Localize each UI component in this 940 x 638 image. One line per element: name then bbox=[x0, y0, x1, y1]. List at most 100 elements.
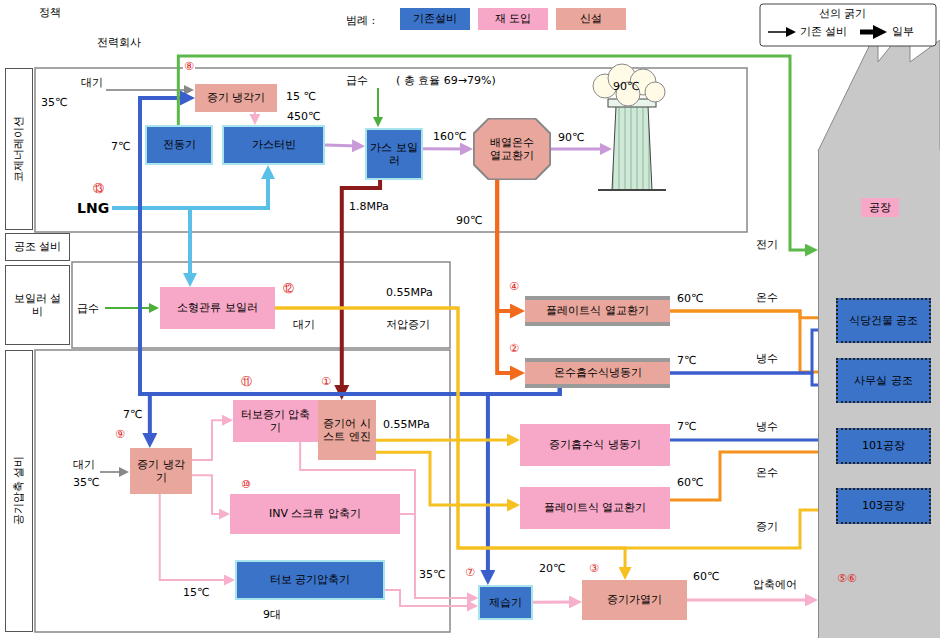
flow-label: 증기 bbox=[755, 520, 779, 533]
flow-line bbox=[254, 112, 256, 120]
existing-equipment: 터보 공기압축기 bbox=[235, 560, 385, 600]
flow-label: 15℃ bbox=[182, 586, 210, 599]
callout-number: ③ bbox=[588, 562, 600, 575]
flow-line bbox=[533, 601, 576, 604]
heat-exchanger: 배열온수 열교환기 bbox=[473, 118, 551, 180]
flow-label: 급수 bbox=[76, 302, 100, 315]
flow-label: 범례 : bbox=[345, 14, 376, 27]
flow-line bbox=[325, 145, 359, 146]
node-label: 공기압축 설비 bbox=[12, 456, 25, 526]
legend-text: 기존 설비 bbox=[800, 25, 848, 38]
node-label: 터보증기 압축기 bbox=[236, 408, 315, 434]
legend-item: 일부 bbox=[892, 25, 914, 38]
node-label: 101공장 bbox=[862, 439, 905, 452]
node-label: 공조 설비 bbox=[14, 240, 62, 253]
flow-line bbox=[385, 590, 473, 606]
callout-number: ⑪ bbox=[240, 375, 253, 388]
node-label: 배열온수 열교환기 bbox=[483, 136, 541, 162]
reintroduced-equipment: INV 스크류 압축기 bbox=[230, 494, 400, 534]
existing-equipment: 제습기 bbox=[478, 585, 533, 620]
legend-swatch: 신설 bbox=[556, 8, 626, 30]
node-label: 103공장 bbox=[862, 499, 905, 512]
flow-line bbox=[687, 598, 812, 601]
flow-line bbox=[670, 311, 830, 372]
flow-label: 35℃ bbox=[40, 96, 68, 109]
flow-line bbox=[670, 438, 830, 441]
legend-swatch: 기존설비 bbox=[400, 8, 470, 30]
callout-number: ① bbox=[320, 375, 332, 388]
flow-label: 냉수 bbox=[755, 420, 779, 433]
callout-number: ⑤⑥ bbox=[836, 572, 858, 585]
node-label: 공장 bbox=[861, 198, 899, 217]
flow-label: 냉수 bbox=[755, 352, 779, 365]
flow-label: 7℃ bbox=[676, 354, 697, 367]
factory-load: 103공장 bbox=[836, 488, 931, 524]
flow-label: 0.55MPa bbox=[382, 418, 431, 431]
node-label: 코제너레이션 bbox=[12, 116, 25, 182]
reintroduced-equipment: 소형관류 보일러 bbox=[160, 287, 275, 329]
flow-label: 0.55MPa bbox=[385, 286, 434, 299]
legend-text: 일부 bbox=[892, 25, 914, 38]
legend-item: 기존 설비 bbox=[800, 25, 848, 38]
section-band: 코제너레이션 bbox=[5, 68, 33, 230]
flow-line bbox=[670, 373, 830, 385]
flow-label: 7℃ bbox=[676, 420, 697, 433]
legend-sample bbox=[768, 31, 791, 33]
chimney bbox=[598, 99, 666, 190]
existing-equipment: 전동기 bbox=[145, 125, 213, 165]
flow-label: 90℃ bbox=[557, 131, 585, 144]
node-label: 보일러 설비 bbox=[9, 292, 66, 318]
new-equipment: 증기가열기 bbox=[582, 580, 687, 620]
flow-line bbox=[192, 475, 225, 514]
flow-label: 90℃ bbox=[612, 80, 640, 93]
flow-label: 15 ℃ bbox=[285, 90, 317, 103]
legend-frame bbox=[760, 4, 936, 46]
section-band: 공조 설비 bbox=[5, 233, 70, 261]
flow-label: 7℃ bbox=[122, 408, 143, 421]
reintroduced-equipment: 증기흡수식 냉동기 bbox=[520, 424, 670, 466]
flow-label: 압축에어 bbox=[752, 578, 798, 591]
flow-line bbox=[178, 56, 811, 250]
node-label: 플레이트식 열교환기 bbox=[544, 501, 647, 514]
flow-line bbox=[400, 514, 473, 598]
reintroduced-equipment: 터보증기 압축기 bbox=[233, 400, 318, 442]
flow-label: 20℃ bbox=[538, 562, 566, 575]
node-label: INV 스크류 압축기 bbox=[269, 507, 361, 520]
node-label: 증기어 시스트 엔진 bbox=[321, 417, 373, 443]
flow-label: 대기 bbox=[292, 318, 316, 331]
node-label: 제습기 bbox=[489, 596, 522, 609]
factory-load: 101공장 bbox=[836, 428, 931, 464]
node-label: 가스 보일러 bbox=[370, 141, 418, 167]
node-label: 전동기 bbox=[163, 138, 196, 151]
new-equipment: 온수흡수식냉동기 bbox=[525, 358, 670, 388]
callout-number: ④ bbox=[508, 280, 520, 293]
callout-number: ⑩ bbox=[240, 478, 252, 491]
flow-label: ( 총 효율 69→79%) bbox=[395, 74, 497, 87]
callout-number: ⑦ bbox=[464, 566, 476, 579]
section-band: 공기압축 설비 bbox=[5, 350, 33, 632]
existing-equipment: 가스터빈 bbox=[222, 125, 325, 165]
callout-number: ⑧ bbox=[183, 60, 195, 73]
flow-label: 35℃ bbox=[72, 476, 100, 489]
flow-label: 대기 bbox=[80, 76, 104, 89]
flow-label: 1.8MPa bbox=[348, 200, 390, 213]
flow-label: 35℃ bbox=[418, 568, 446, 581]
node-label: 소형관류 보일러 bbox=[177, 301, 258, 314]
flow-label: 160℃ bbox=[432, 130, 467, 143]
existing-equipment: 가스 보일러 bbox=[365, 128, 423, 180]
new-equipment: 증기 냉각기 bbox=[130, 448, 192, 494]
factory-load: 사무실 공조 bbox=[836, 358, 931, 403]
legend-swatch: 재 도입 bbox=[478, 8, 548, 30]
flow-label: 온수 bbox=[755, 466, 779, 479]
node-label: 가스터빈 bbox=[252, 138, 296, 151]
node-label: 온수흡수식냉동기 bbox=[554, 366, 642, 379]
section-frame bbox=[72, 262, 450, 348]
node-label: 증기 냉각기 bbox=[133, 458, 189, 484]
flow-line bbox=[670, 452, 830, 500]
flow-label: 정책 bbox=[38, 6, 62, 19]
exhaust-cloud bbox=[593, 64, 665, 106]
flow-label: 450℃ bbox=[286, 110, 321, 123]
flow-line bbox=[423, 147, 467, 150]
legend-text: 재 도입 bbox=[495, 12, 532, 25]
